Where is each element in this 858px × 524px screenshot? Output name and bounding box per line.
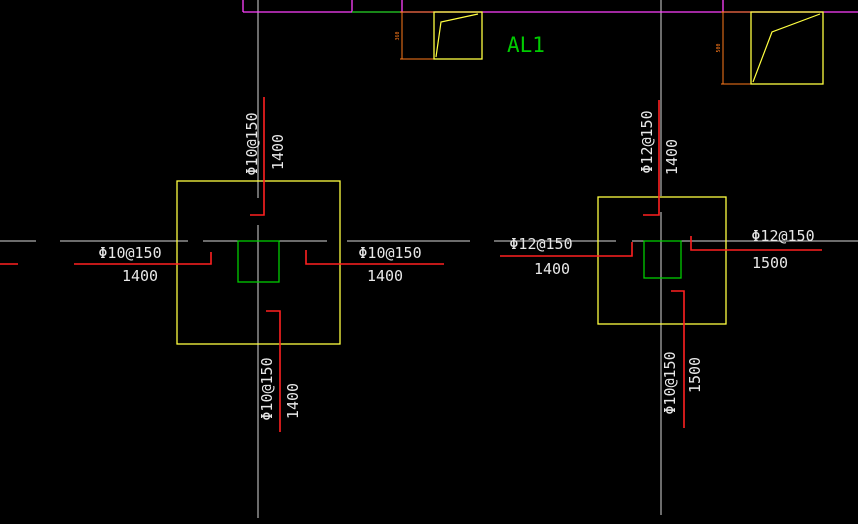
left-column-group[interactable]: Φ10@150 1400 Φ10@150 1400 Φ10@150 1400 Φ… <box>74 97 444 432</box>
rebar-spec-top: Φ12@150 <box>638 110 656 173</box>
rebar-spec-bottom: Φ10@150 <box>661 351 679 414</box>
rebar-length-top: 1400 <box>269 134 287 170</box>
rebar-length-bottom: 1400 <box>284 383 302 419</box>
column-core <box>643 240 682 279</box>
rebar-top <box>643 100 660 216</box>
column-core <box>237 240 280 283</box>
rebar-right <box>305 250 444 265</box>
rebar-length-top: 1400 <box>663 139 681 175</box>
rebar-spec-right: Φ10@150 <box>358 244 421 262</box>
section-curve <box>752 13 821 83</box>
rebar-spec-left: Φ12@150 <box>509 235 572 253</box>
section-detail-right: 500 <box>716 11 824 85</box>
rebar-right <box>690 236 822 251</box>
rebar-length-left: 1400 <box>534 260 570 278</box>
dimension-label-small: 500 <box>716 43 722 52</box>
rebar-top <box>250 97 265 216</box>
right-column-group[interactable]: Φ12@150 1400 Φ12@150 1400 Φ12@150 1500 Φ… <box>500 100 822 428</box>
section-box <box>433 11 483 60</box>
rebar-left <box>74 252 212 265</box>
rebar-left <box>500 242 633 257</box>
dimension-label-small: 360 <box>395 31 401 40</box>
section-tag-al1: AL1 <box>507 33 545 57</box>
rebar-spec-top: Φ10@150 <box>243 112 261 175</box>
rebar-length-right: 1400 <box>367 267 403 285</box>
rebar-bottom <box>266 310 281 432</box>
rebar-spec-left: Φ10@150 <box>98 244 161 262</box>
rebar-length-bottom: 1500 <box>686 357 704 393</box>
rebar-spec-right: Φ12@150 <box>751 227 814 245</box>
rebar-spec-bottom: Φ10@150 <box>258 357 276 420</box>
section-curve <box>435 13 479 58</box>
section-detail-left: 360 <box>395 11 483 60</box>
rebar-length-right: 1500 <box>752 254 788 272</box>
column-outline[interactable] <box>597 196 727 325</box>
column-outline[interactable] <box>176 180 341 345</box>
section-box <box>750 11 824 85</box>
rebar-length-left: 1400 <box>122 267 158 285</box>
rebar-bottom <box>671 290 685 428</box>
